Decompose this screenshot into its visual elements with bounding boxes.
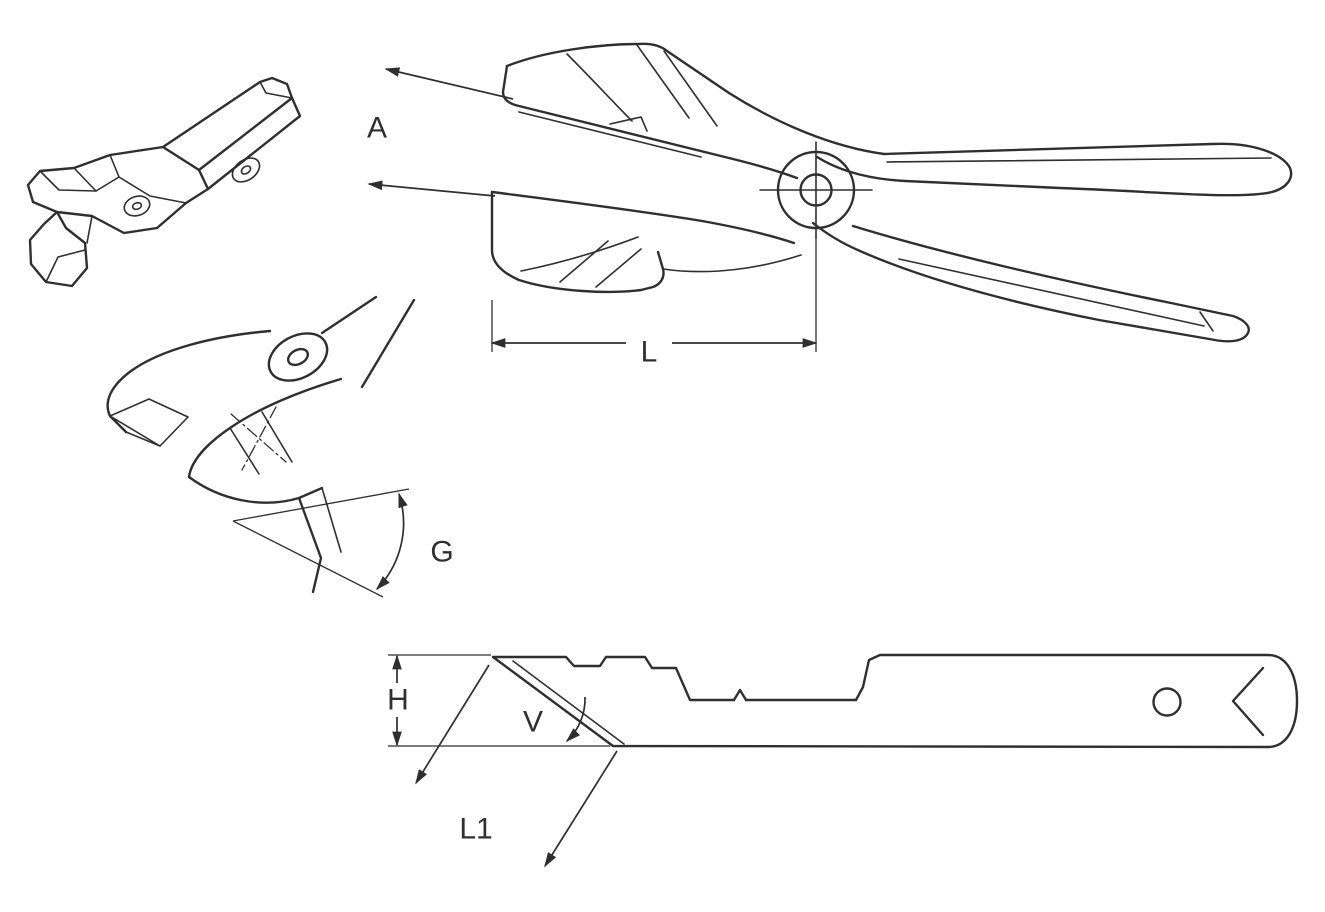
upper-jaw-step (609, 116, 648, 132)
dimension-label-h: H (387, 684, 409, 717)
body-upper-contour (106, 329, 272, 434)
angle-g-leg-upper (232, 488, 410, 522)
centerline-mark-1 (230, 413, 287, 463)
dimension-label-g: G (430, 536, 453, 569)
dimension-label-v: V (523, 706, 543, 739)
head-facet-join (125, 431, 161, 447)
lower-jaw-outline (28, 210, 89, 288)
dimension-label-a: A (367, 112, 387, 145)
centerline-mark-2 (241, 406, 277, 471)
head-facet-1 (73, 154, 120, 192)
upper-arm-outline (727, 91, 1293, 197)
arm-tip-facet-line (259, 81, 293, 99)
arm-side-face-outline (197, 96, 302, 191)
profile-outline (491, 653, 1299, 749)
angle-a-leader-upper (384, 67, 514, 100)
body-lower-contour (187, 377, 343, 479)
rotated-view: G (106, 295, 454, 598)
pivot-hole-outer (123, 195, 151, 217)
length-l1-extension-lower (544, 750, 618, 868)
arm-continuation-2 (321, 487, 342, 553)
pivot-hole-inner (286, 347, 310, 367)
angle-g-arc (375, 492, 408, 591)
jaw-join-line (86, 215, 93, 244)
upper-blade-bevel-line (518, 111, 702, 158)
upper-arm-inner-line (886, 157, 1272, 163)
upper-blade-cutting-edge (501, 64, 799, 180)
arm-hole-outer (231, 157, 261, 183)
blade-facet-1 (229, 427, 260, 475)
head-facet-diamond (109, 398, 189, 447)
lower-blade-cutting-edge (490, 190, 796, 245)
upper-jaw-facet-3 (663, 50, 718, 127)
arm-hole-inner (240, 165, 252, 175)
arm-top-face-outline (161, 76, 294, 172)
lower-arm-notch (1199, 311, 1214, 332)
lower-jaw-facet-2 (595, 248, 642, 288)
bevel-parallel-line (512, 660, 625, 745)
upper-jaw-top-contour (505, 42, 731, 95)
lower-arm-outline (811, 221, 1250, 343)
arm-edge-lower (360, 298, 416, 389)
arm-continuation-1 (297, 496, 323, 594)
dimension-label-l: L (641, 336, 658, 369)
lower-jaw-facet-1 (559, 240, 609, 283)
lower-jaw-facet (45, 249, 86, 283)
head-facet-3 (118, 176, 187, 204)
head-outline (26, 145, 210, 235)
blade-bottom-curve (187, 475, 324, 504)
dimension-label-l1: L1 (459, 813, 492, 846)
lower-jaw-outline (490, 190, 665, 294)
pivot-hole-outer (267, 332, 329, 382)
lower-jaw-underside (662, 254, 802, 273)
isometric-view (26, 76, 302, 288)
head-facet-2 (39, 170, 97, 192)
handle-hole (1152, 687, 1182, 717)
tip-chamfer-chevron (1231, 666, 1265, 737)
length-l1-extension-upper (415, 664, 490, 785)
profile-view: H V L1 (387, 653, 1299, 868)
upper-jaw-facet-2 (636, 44, 690, 119)
lower-jaw-facet-3 (520, 236, 639, 272)
pivot-hole-inner (131, 201, 143, 211)
upper-jaw-facet-1 (566, 53, 633, 122)
lower-arm-inner-line (898, 258, 1205, 327)
blade-facet-2 (261, 411, 293, 463)
angle-v-arc (565, 696, 586, 743)
angle-a-leader-lower (367, 180, 496, 197)
arm-edge-upper (320, 295, 378, 335)
side-view: A L (367, 42, 1293, 369)
angle-g-leg-lower (232, 520, 384, 598)
